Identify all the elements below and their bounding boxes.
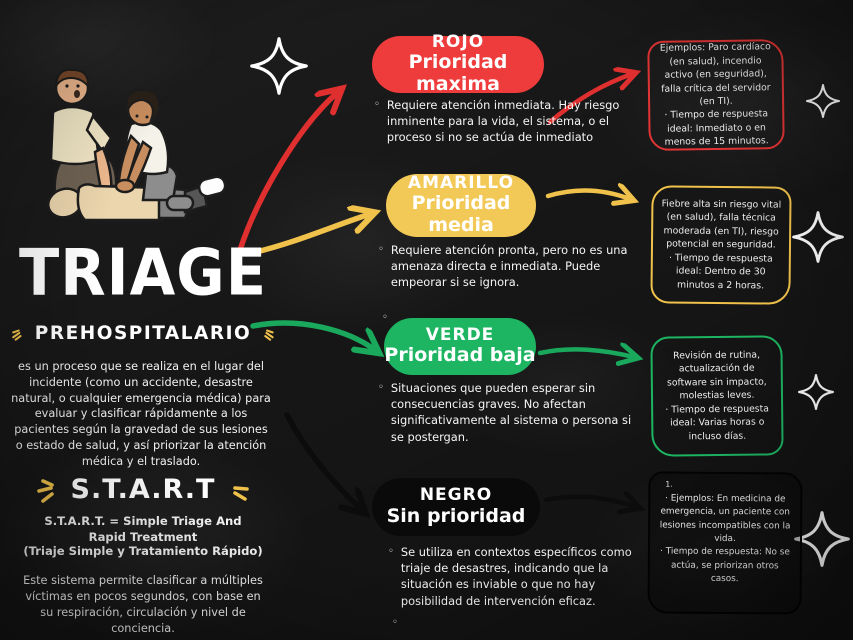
yellow-rays-icon (12, 329, 22, 341)
rojo-description: Requiere atención inmediata. Hay riesgo … (374, 97, 638, 146)
pill-negro-priority: Sin prioridad (386, 504, 526, 527)
start-translation: (Triaje Simple y Tratamiento Rápido) (23, 544, 263, 558)
amarillo-example-box: Fiebre alta sin riesgo vital (en salud),… (650, 185, 792, 305)
sparkle-icon (794, 511, 850, 567)
pill-rojo-priority: Prioridad maxima (408, 51, 508, 96)
start-heading: S.T.A.R.T (70, 474, 216, 505)
empty-bullet (392, 617, 398, 628)
page-subtitle-row: PREHOSPITALARIO (12, 320, 274, 346)
bullet-icon (388, 544, 394, 609)
start-heading-row: S.T.A.R.T (12, 474, 274, 505)
pill-verde-priority: Prioridad baja (384, 344, 536, 367)
arrow-to-negro (284, 412, 362, 510)
rojo-description-text: Requiere atención inmediata. Hay riesgo … (386, 98, 620, 145)
pill-verde: VERDE Prioridad baja (384, 318, 536, 375)
sparkle-icon (250, 37, 308, 95)
verde-example-box: Revisión de rutina, actualización de sof… (650, 335, 784, 457)
pill-negro: NEGRO Sin prioridad (372, 478, 540, 536)
rojo-example-text: Ejemplos: Paro cardíaco (en salud), ince… (659, 41, 771, 149)
amarillo-example-text: Fiebre alta sin riesgo vital (en salud),… (661, 198, 782, 292)
amarillo-description: Requiere atención pronta, pero no es una… (378, 242, 636, 291)
negro-description-text: Se utiliza en contextos específicos como… (400, 545, 632, 608)
start-description: Este sistema permite clasificar a múltip… (23, 574, 263, 636)
pill-amarillo: AMARILLO Prioridad media (386, 172, 536, 237)
verde-description: Situaciones que pueden esperar sin conse… (378, 380, 636, 445)
start-definition: S.T.A.R.T. = Simple Triage And Rapid Tre… (44, 514, 242, 545)
empty-bullet (382, 312, 388, 323)
negro-example-text: · Ejemplos: En medicina de emergencia, u… (659, 493, 791, 585)
pill-verde-label: VERDE (425, 324, 495, 345)
yellow-rays-icon (264, 329, 274, 341)
sparkle-icon (792, 211, 844, 263)
bullet-icon (374, 97, 380, 146)
bullet-icon (378, 242, 384, 291)
verde-description-text: Situaciones que pueden esperar sin conse… (390, 381, 632, 444)
pill-rojo: ROJO Prioridad maxima (372, 31, 544, 96)
pill-rojo-label: ROJO (431, 31, 485, 52)
rescuer-figure (114, 88, 195, 212)
intro-paragraph: es un proceso que se realiza en el lugar… (11, 360, 271, 468)
page-title: TRIAGE (18, 235, 268, 310)
sparkle-icon (806, 84, 840, 118)
page-subtitle: PREHOSPITALARIO (34, 322, 252, 344)
arrow-negro-to-box (543, 497, 636, 507)
pill-amarillo-priority: Prioridad media (411, 192, 511, 237)
arrow-verde-to-box (537, 349, 634, 357)
amarillo-description-text: Requiere atención pronta, pero no es una… (390, 243, 628, 290)
negro-description: Se utiliza en contextos específicos como… (388, 544, 638, 609)
arrow-amarillo-to-box (545, 191, 630, 199)
pill-amarillo-label: AMARILLO (407, 172, 515, 193)
cpr-illustration (47, 68, 227, 222)
arrow-to-rojo (237, 92, 338, 253)
negro-example-box: 1. · Ejemplos: En medicina de emergencia… (647, 471, 803, 615)
bullet-icon (378, 380, 384, 445)
yellow-rays-icon (233, 485, 250, 501)
pill-negro-label: NEGRO (419, 485, 493, 506)
verde-example-text: Revisión de rutina, actualización de sof… (665, 349, 770, 442)
yellow-rays-icon (36, 478, 54, 503)
rojo-example-box: Ejemplos: Paro cardíaco (en salud), ince… (647, 39, 785, 151)
sparkle-icon (798, 374, 834, 410)
